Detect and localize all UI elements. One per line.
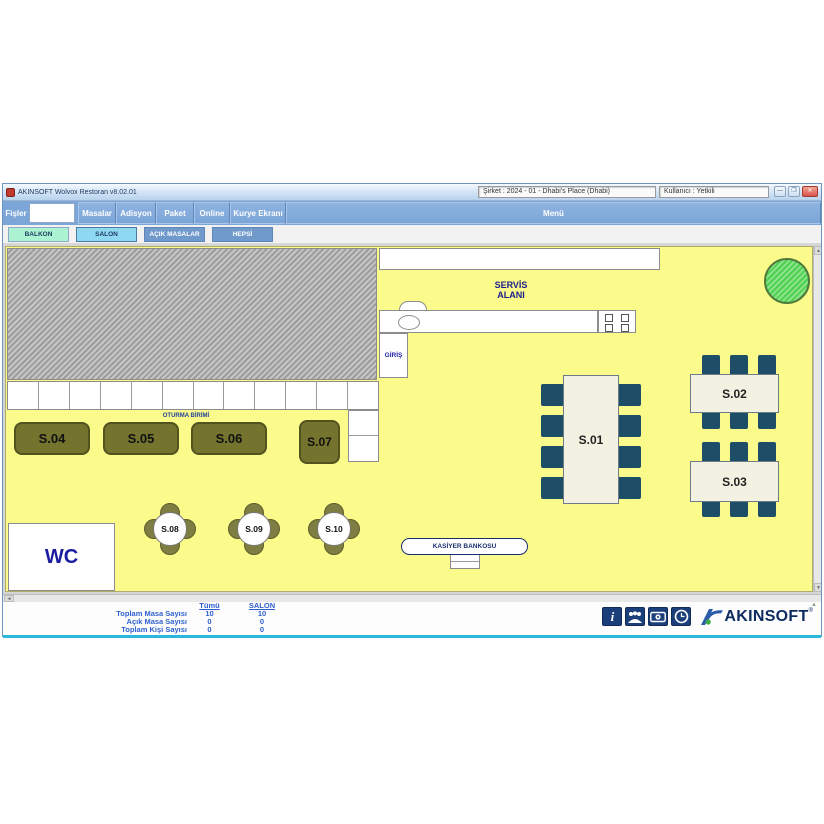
tab-salon[interactable]: SALON [76,226,137,242]
service-counter-mid [379,310,598,333]
money-icon[interactable] [648,607,669,626]
tab-acik-masalar[interactable]: AÇIK MASALAR [144,226,205,242]
oturma-birimi-label: OTURMA BİRİMİ [162,413,210,419]
chair [702,442,720,464]
online-button[interactable]: Online [194,202,230,224]
tab-balkon[interactable]: BALKON [8,226,69,242]
wc-room: WC [8,523,115,591]
table-s07[interactable]: S.07 [299,420,340,464]
people-icon[interactable] [625,607,646,626]
table-s10-top[interactable]: S.10 [317,512,351,546]
floor-area: SERVİS ALANI GİRİŞ OTURMA BİRİMİ [5,246,813,592]
brand-reg-mark: ® [808,608,813,614]
chair [730,497,748,517]
company-label: Şirket : 2024 - 01 - Dhabi's Place (Dhab… [478,186,656,198]
chair [758,442,776,464]
chair [758,355,776,377]
maximize-button[interactable]: ❐ [788,186,800,197]
table-s06[interactable]: S.06 [191,422,267,455]
close-button[interactable]: ✕ [802,186,818,197]
table-s09[interactable]: S.09 [225,500,283,558]
chair [615,384,641,406]
chair [702,497,720,517]
scroll-up-icon[interactable]: ▲ [814,246,821,255]
chair [758,497,776,517]
green-circle-plant [764,258,810,304]
col-header-tumu: Tümü [199,601,220,610]
app-icon [6,187,15,197]
equipment-box [598,310,636,333]
horizontal-scrollbar[interactable]: ◄ [3,594,821,602]
col-header-salon: SALON [248,601,276,610]
giris-entrance: GİRİŞ [379,333,408,378]
vertical-scrollbar[interactable]: ▲ ▼ [813,246,821,592]
clock-icon[interactable] [671,607,692,626]
service-counter-top [379,248,660,270]
tab-bar: BALKON SALON AÇIK MASALAR HEPSİ [3,225,821,244]
sink-oval [398,315,420,330]
chair [758,409,776,429]
tab-hepsi[interactable]: HEPSİ [212,226,273,242]
kasiyer-base [450,554,480,569]
chair [615,446,641,468]
kasiyer-bankosu: KASİYER BANKOSU [401,538,528,555]
chair [702,355,720,377]
title-bar: AKINSOFT Wolvox Restoran v8.02.01 Şirket… [3,184,821,201]
kurye-ekrani-button[interactable]: Kurye Ekranı [230,202,286,224]
chair [541,477,567,499]
table-s08[interactable]: S.08 [141,500,199,558]
scroll-left-icon[interactable]: ◄ [4,595,14,602]
table-s04[interactable]: S.04 [14,422,90,455]
table-counts: Tümü SALON Toplam Masa Sayısı 10 10 Açık… [7,602,292,634]
adisyon-button[interactable]: Adisyon [116,202,156,224]
table-s03[interactable]: S.03 [690,461,779,502]
brand-name: AKINSOFT [724,608,809,625]
chair [615,415,641,437]
user-label: Kullanıcı : Yetkili [659,186,769,198]
table-s01[interactable]: S.01 [563,375,619,504]
window-title: AKINSOFT Wolvox Restoran v8.02.01 [18,188,137,196]
chair [541,384,567,406]
akinsoft-logo-mark [701,609,724,625]
table-s02[interactable]: S.02 [690,374,779,413]
table-s08-top[interactable]: S.08 [153,512,187,546]
stat-row-toplam-masa: Toplam Masa Sayısı 10 10 [116,609,267,618]
table-s09-top[interactable]: S.09 [237,512,271,546]
info-icon[interactable]: i [602,607,623,626]
door-swing-arc [399,301,427,310]
bottom-accent-line [3,635,821,638]
chair [541,415,567,437]
table-s05[interactable]: S.05 [103,422,179,455]
masalar-button[interactable]: Masalar [78,202,116,224]
chair [730,409,748,429]
minimize-button[interactable]: — [774,186,786,197]
akinsoft-logo: AKINSOFT ® [700,607,813,626]
menu-bar: Fişler Masalar Adisyon Paket Online Kury… [3,201,821,225]
chair [615,477,641,499]
chair [730,355,748,377]
scroll-down-icon[interactable]: ▼ [814,583,821,592]
fisler-input[interactable] [29,203,75,223]
app-window: AKINSOFT Wolvox Restoran v8.02.01 Şirket… [2,183,822,638]
resize-grip-icon: ▲ [811,602,817,608]
stat-row-acik-masa: Açık Masa Sayısı 0 0 [126,617,265,626]
stat-row-toplam-kisi: Toplam Kişi Sayısı 0 0 [121,625,265,634]
bench-seating-column [348,410,379,462]
fisler-label: Fişler [5,208,27,218]
status-bar: ▲ Tümü SALON Toplam Masa Sayısı 10 10 Aç… [3,602,821,635]
chair [541,446,567,468]
chair [702,409,720,429]
paket-button[interactable]: Paket [156,202,194,224]
menu-button[interactable]: Menü [286,202,821,224]
kitchen-hatched-area [7,248,377,380]
table-s10[interactable]: S.10 [305,500,363,558]
chair [730,442,748,464]
bench-seating-row [7,381,379,410]
servis-alani-label: SERVİS ALANI [494,280,528,301]
floorplan-canvas: SERVİS ALANI GİRİŞ OTURMA BİRİMİ [3,244,821,594]
